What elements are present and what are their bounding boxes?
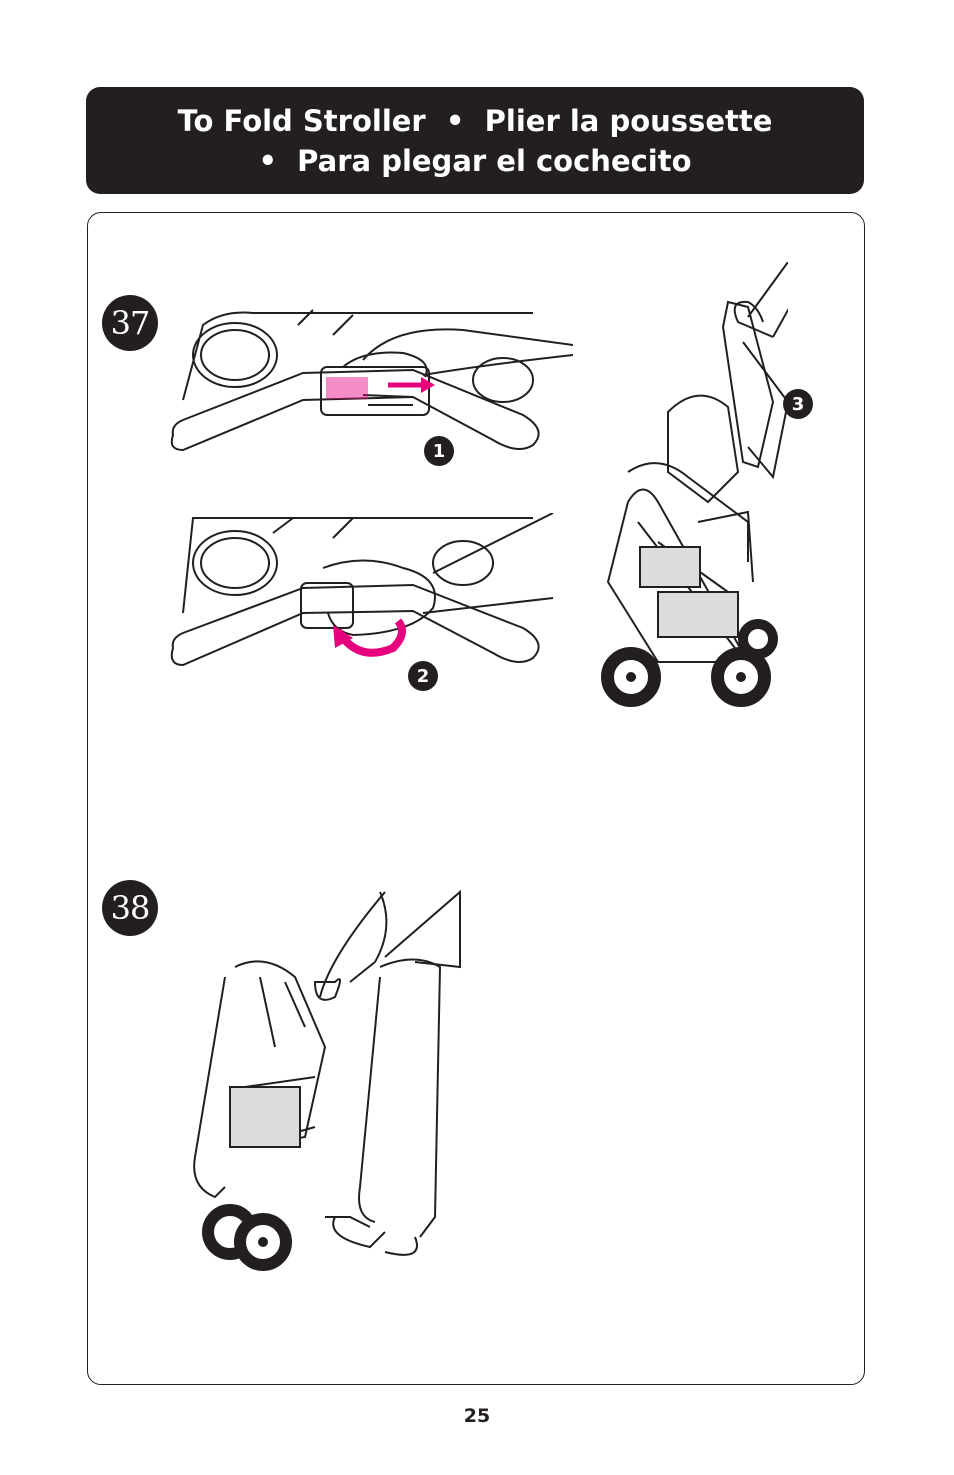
handle-squeeze-illustration [163, 513, 573, 673]
page-number: 25 [463, 1405, 491, 1427]
step-38-number: 38 [110, 889, 151, 927]
step-38-badge: 38 [102, 880, 158, 936]
section-title-banner: To Fold Stroller • Plier la poussette • … [86, 87, 864, 194]
step-37-number: 37 [110, 304, 151, 342]
substep-1-badge: 1 [424, 436, 454, 466]
step-37-badge: 37 [102, 295, 158, 351]
substep-2-badge: 2 [408, 661, 438, 691]
substep-3-badge: 3 [783, 389, 813, 419]
section-title-line-1: To Fold Stroller • Plier la poussette [177, 103, 773, 138]
substep-1-number: 1 [432, 440, 446, 462]
instruction-panel [87, 212, 865, 1385]
stroller-lift-illustration [598, 262, 788, 707]
section-title-line-2: • Para plegar el cochecito [258, 143, 692, 178]
substep-3-number: 3 [791, 393, 805, 415]
handle-release-illustration [163, 305, 573, 460]
substep-2-number: 2 [416, 665, 430, 687]
folded-stroller-carry-illustration [185, 887, 465, 1282]
